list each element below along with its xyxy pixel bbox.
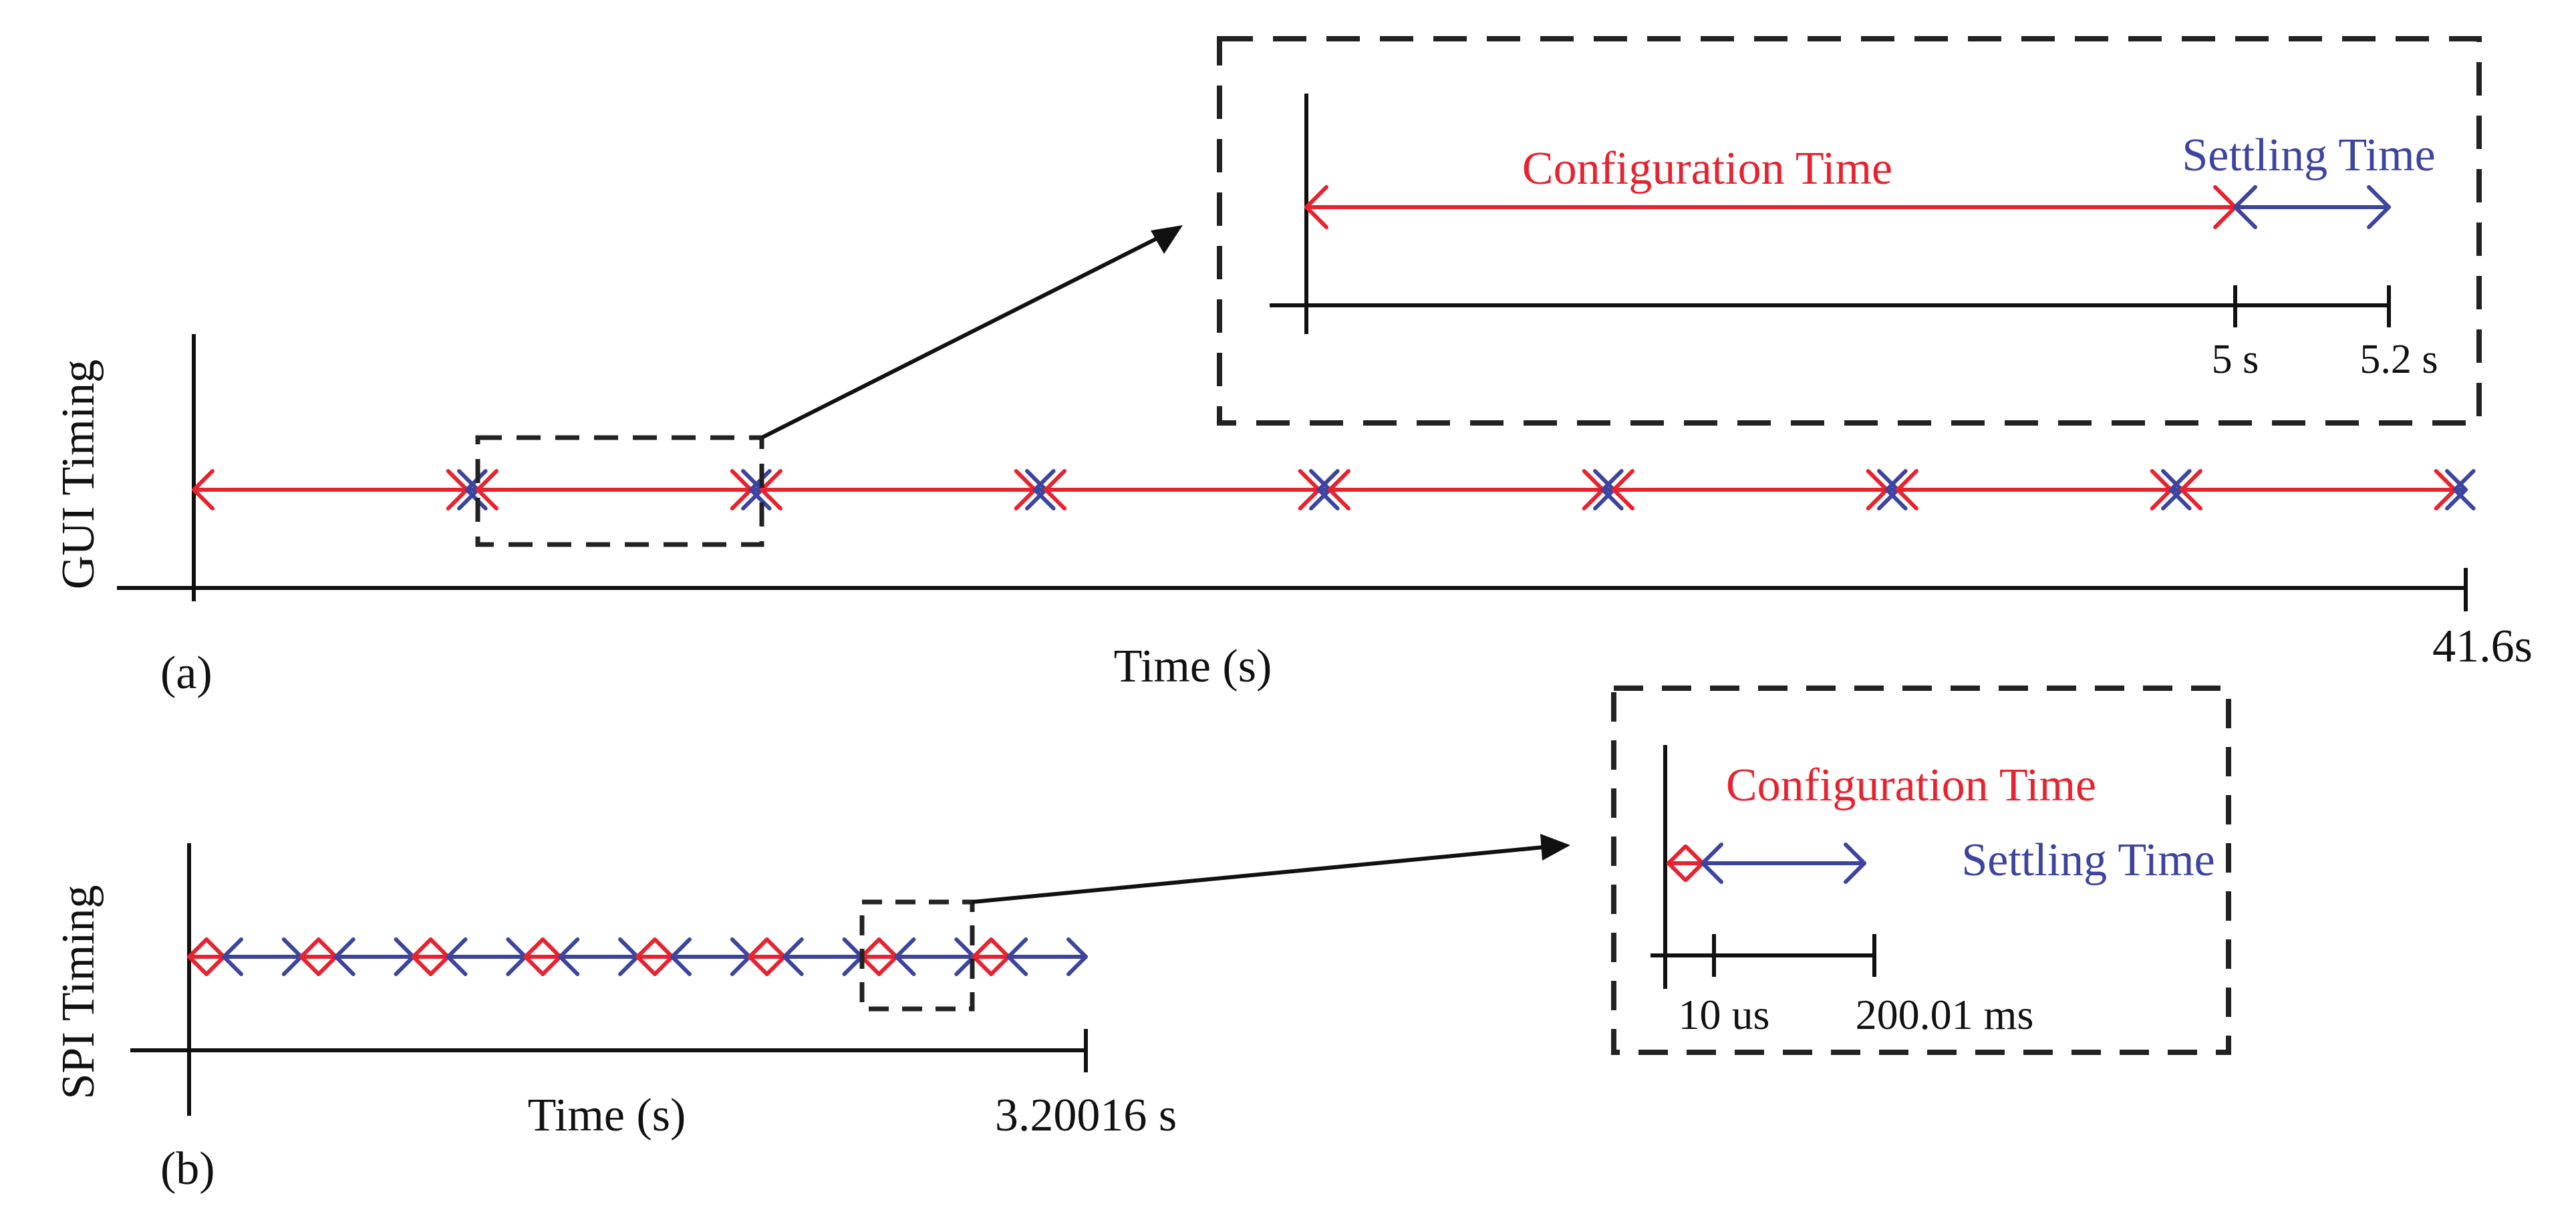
spi-x-label: Time (s)	[528, 1090, 686, 1141]
spi-end-label: 3.20016 s	[995, 1090, 1177, 1141]
spi-panel-label: (b)	[160, 1143, 215, 1195]
spi-inset-tick-label-2: 200.01 ms	[1856, 991, 2034, 1038]
spi-y-label: SPI Timing	[53, 885, 104, 1099]
spi-highlight-box	[859, 899, 975, 1012]
spi-zoom-pointer	[972, 845, 1544, 904]
gui-inset-tick-label-2: 5.2 s	[2359, 337, 2438, 382]
gui-settling-arrow	[2445, 469, 2476, 510]
gui-inset: 5 s 5.2 s Configuration Time Settling Ti…	[1217, 36, 2482, 426]
panel-a: GUI Timing Time (s) (a) 41.6s 5 s 5.2 s …	[53, 36, 2533, 699]
gui-panel-label: (a)	[160, 647, 212, 699]
gui-inset-arrows	[1304, 185, 2391, 229]
spi-inset: 10 us 200.01 ms Configuration Time Settl…	[1611, 686, 2231, 1055]
panel-b: SPI Timing Time (s) (b) 3.20016 s 10 us …	[53, 686, 2231, 1195]
spi-inset-config-label: Configuration Time	[1726, 760, 2096, 811]
spi-cycle-arrows	[187, 937, 1088, 976]
gui-inset-tick-label-1: 5 s	[2212, 337, 2259, 382]
gui-cycle-arrows	[192, 469, 2476, 510]
gui-inset-config-label: Configuration Time	[1522, 143, 1892, 194]
spi-inset-tick-label-1: 10 us	[1679, 991, 1770, 1038]
gui-y-label: GUI Timing	[53, 359, 104, 589]
spi-zoom-pointer-head	[1540, 834, 1570, 861]
spi-inset-settling-label: Settling Time	[1961, 835, 2214, 886]
gui-inset-settling-arrow	[2233, 185, 2391, 229]
gui-zoom-pointer-head	[1151, 225, 1183, 254]
spi-settling-arrow	[1006, 937, 1088, 976]
gui-zoom-pointer	[760, 235, 1161, 440]
spi-inset-settling-arrow	[1701, 843, 1866, 884]
spi-inset-frame	[1611, 686, 2231, 1055]
gui-inset-settling-label: Settling Time	[2182, 130, 2435, 181]
gui-x-label: Time (s)	[1114, 641, 1272, 692]
gui-inset-frame	[1217, 36, 2482, 426]
gui-end-label: 41.6s	[2432, 621, 2533, 672]
spi-inset-arrows	[1667, 843, 1866, 884]
